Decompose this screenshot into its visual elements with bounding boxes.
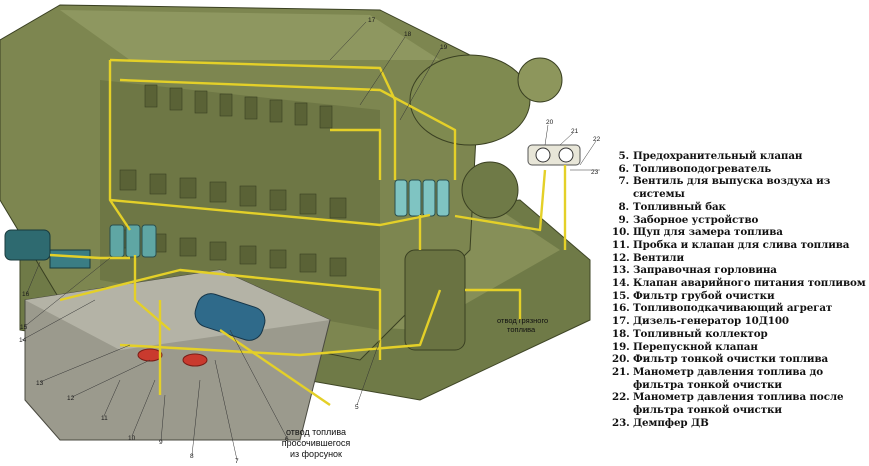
callout-7: 7 <box>235 458 239 465</box>
callout-11: 11 <box>101 415 108 422</box>
fuel-system-illustration: 17 18 19 20 21 22 23 16 15 14 13 12 11 1… <box>0 4 600 465</box>
turbo-inlet <box>517 57 563 103</box>
callout-13: 13 <box>36 380 44 387</box>
legend-item: 11.Пробка и клапан для слива топлива <box>612 238 850 251</box>
legend-item: 22.Манометр давления топлива после фильт… <box>612 391 844 417</box>
callout-20: 20 <box>546 119 554 126</box>
pressure-gauges <box>527 144 581 166</box>
callout-22: 22 <box>593 136 600 143</box>
legend-item: 10.Щуп для замера топлива <box>612 226 783 239</box>
legend-item: 5.Предохранительный клапан <box>618 150 803 162</box>
valves <box>137 348 208 367</box>
callout-19: 19 <box>440 44 448 51</box>
legend-item: 21.Манометр давления топлива до фильтра … <box>612 365 824 391</box>
top-cover <box>60 10 440 60</box>
cylinder-hatches <box>119 84 347 277</box>
legend-item: 14.Клапан аварийного питания топливом <box>612 277 866 290</box>
blower-drum <box>461 161 519 219</box>
legend-item: 6.Топливоподогреватель <box>618 162 772 175</box>
callout-17: 17 <box>368 17 376 24</box>
legend-item: 20.Фильтр тонкой очистки топлива <box>612 353 829 366</box>
callout-9: 9 <box>159 439 163 446</box>
callout-16: 16 <box>22 291 30 298</box>
svg-text:отвод топлива: отвод топлива <box>286 427 346 437</box>
legend-item: 15.Фильтр грубой очистки <box>612 289 775 302</box>
lower-pump-assembly <box>404 249 466 351</box>
callout-numbers: 17 18 19 20 21 22 23 16 15 14 13 12 11 1… <box>19 17 600 465</box>
legend-list: 5.Предохранительный клапан 6.Топливоподо… <box>612 150 869 429</box>
fuel-pump-unit <box>4 229 91 269</box>
callout-23: 23 <box>591 169 599 176</box>
drain-dirty-note: отвод грязного топлива <box>497 316 548 334</box>
legend-item: 13.Заправочная горловина <box>612 264 777 277</box>
svg-text:просочившегося: просочившегося <box>282 438 351 448</box>
callout-12: 12 <box>67 395 75 402</box>
drain-injector-note: отвод топлива просочившегося из форсунок <box>282 427 351 459</box>
fine-filter <box>394 179 450 217</box>
legend-item: 18.Топливный коллектор <box>612 327 768 340</box>
coarse-filter <box>109 224 157 258</box>
svg-text:отвод грязного: отвод грязного <box>497 316 548 325</box>
callout-18: 18 <box>404 31 412 38</box>
fuel-pipelines <box>49 58 567 406</box>
svg-text:топлива: топлива <box>507 325 536 334</box>
legend-item: 17.Дизель-генератор 10Д100 <box>612 315 789 328</box>
callout-21: 21 <box>571 128 579 135</box>
callout-14: 14 <box>19 337 27 344</box>
legend-item: 8.Топливный бак <box>618 200 726 213</box>
callout-10: 10 <box>128 435 136 442</box>
callout-15: 15 <box>20 324 28 331</box>
leader-lines <box>21 21 600 461</box>
svg-text:из форсунок: из форсунок <box>290 449 342 459</box>
callout-8: 8 <box>190 453 194 460</box>
legend-item: 16.Топливоподкачивающий агрегат <box>612 302 833 315</box>
callout-5: 5 <box>355 404 359 411</box>
legend-item: 19.Перепускной клапан <box>612 340 758 353</box>
legend-item: 9.Заборное устройство <box>618 213 759 226</box>
legend-item: 7.Вентиль для выпуска воздуха из системы <box>618 175 831 201</box>
legend-item: 12.Вентили <box>612 251 685 264</box>
turbocharger <box>409 54 531 146</box>
callout-6: 6 <box>285 436 289 443</box>
legend-item: 23.Демпфер ДВ <box>612 416 709 429</box>
